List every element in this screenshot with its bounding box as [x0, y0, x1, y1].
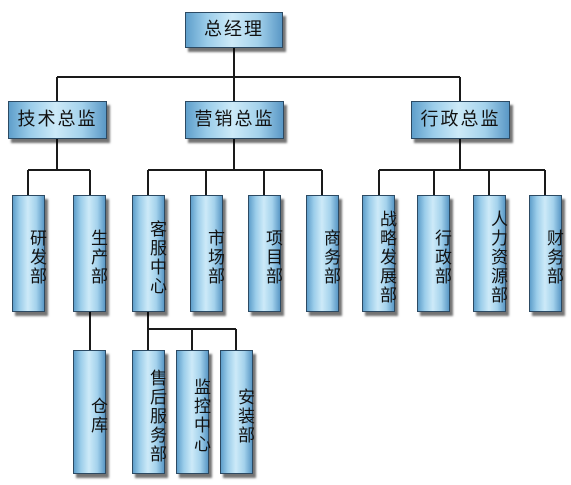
node-project-dept: 项目部: [248, 195, 282, 312]
node-rnd-dept: 研发部: [12, 195, 46, 312]
node-hr-dept: 人力资源部: [473, 195, 507, 312]
node-general-manager: 总经理: [185, 12, 283, 48]
node-administration-dept: 行政部: [417, 195, 451, 312]
node-production-dept: 生产部: [73, 195, 107, 312]
node-admin-director: 行政总监: [411, 101, 510, 139]
node-market-dept: 市场部: [190, 195, 224, 312]
node-customer-service-center: 客服中心: [132, 195, 166, 312]
node-warehouse: 仓库: [73, 350, 107, 474]
node-tech-director: 技术总监: [8, 101, 107, 139]
node-after-sales-dept: 售后服务部: [132, 350, 166, 474]
node-finance-dept: 财务部: [529, 195, 563, 312]
node-strategy-dept: 战略发展部: [362, 195, 396, 312]
node-monitoring-center: 监控中心: [176, 350, 210, 474]
node-business-dept: 商务部: [306, 195, 340, 312]
node-marketing-director: 营销总监: [185, 101, 284, 139]
node-installation-dept: 安装部: [220, 350, 254, 474]
